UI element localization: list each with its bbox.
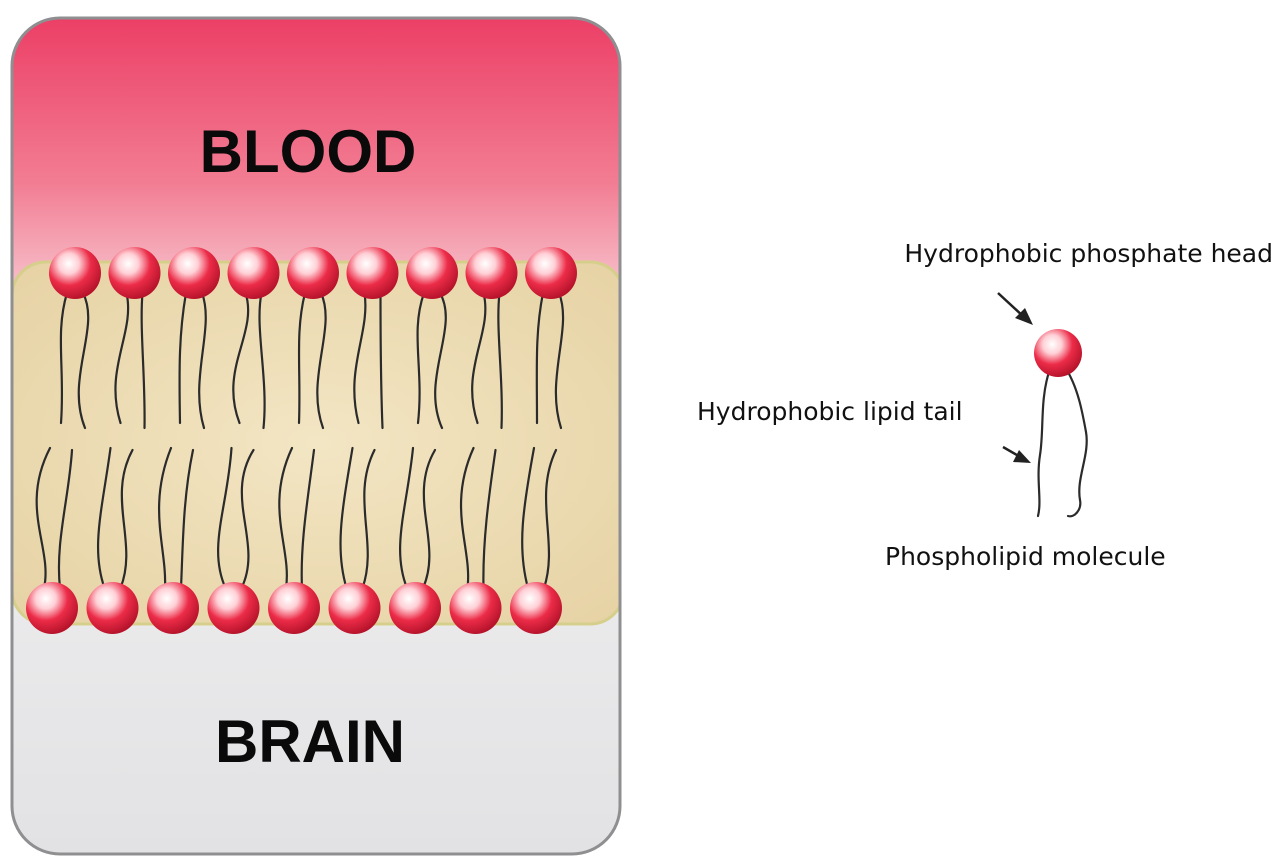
blood-label: BLOOD (200, 118, 417, 185)
molecule-tail-left (1038, 372, 1049, 516)
molecule-tail-right (1068, 372, 1087, 516)
tail-arrow (1003, 447, 1031, 463)
head-label: Hydrophobic phosphate head (904, 239, 1273, 268)
molecule-phosphate-head (1034, 329, 1082, 377)
phosphate-head (347, 247, 399, 299)
phosphate-head (525, 247, 577, 299)
phosphate-head (450, 582, 502, 634)
membrane-core (12, 262, 624, 624)
phosphate-head (466, 247, 518, 299)
molecule-caption: Phospholipid molecule (885, 542, 1166, 571)
phosphate-head (287, 247, 339, 299)
phosphate-head (109, 247, 161, 299)
head-arrow (998, 293, 1033, 325)
phosphate-head (208, 582, 260, 634)
phosphate-head (389, 582, 441, 634)
phosphate-head (228, 247, 280, 299)
tail-label: Hydrophobic lipid tail (697, 397, 963, 426)
phosphate-head (168, 247, 220, 299)
brain-label: BRAIN (215, 708, 405, 775)
phosphate-head (329, 582, 381, 634)
phosphate-head (49, 247, 101, 299)
phosphate-head (147, 582, 199, 634)
phospholipid-molecule (1034, 329, 1087, 516)
phosphate-head (87, 582, 139, 634)
phosphate-head (268, 582, 320, 634)
phosphate-head (406, 247, 458, 299)
phosphate-head (510, 582, 562, 634)
phosphate-head (26, 582, 78, 634)
